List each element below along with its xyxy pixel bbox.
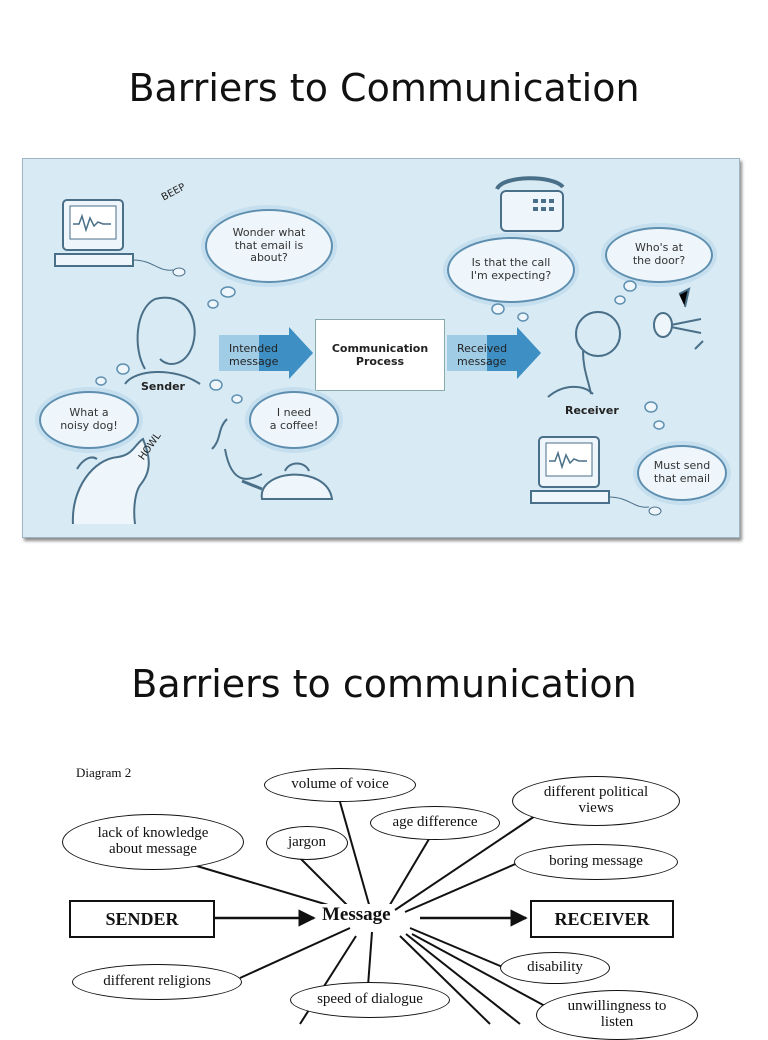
computer-icon — [54, 199, 186, 277]
diagram-caption: Diagram 2 — [76, 765, 132, 780]
diagram-connectors — [189, 801, 546, 1025]
thought-cloud-coffee: I need a coffee! — [249, 391, 339, 449]
dog-icon — [71, 437, 150, 525]
thought-cloud-call: Is that the call I'm expecting? — [447, 237, 575, 303]
barrier-disability: disability — [500, 952, 610, 984]
thought-bubble-trails — [95, 280, 665, 430]
barrier-unwillingness-to-listen: unwillingness to listen — [536, 990, 698, 1040]
thought-cloud-dog: What a noisy dog! — [39, 391, 139, 449]
kettle-icon — [211, 418, 334, 500]
receiver-figure — [547, 311, 621, 398]
thought-cloud-email: Wonder what that email is about? — [205, 209, 333, 283]
sender-box: SENDER — [69, 900, 215, 938]
phone-icon — [495, 176, 565, 232]
barrier-age-difference: age difference — [370, 806, 500, 840]
barrier-speed-of-dialogue: speed of dialogue — [290, 982, 450, 1018]
slide-title: Barriers to communication — [131, 662, 637, 706]
message-node: Message — [320, 904, 393, 926]
communication-process-box: Communication Process — [315, 319, 445, 391]
doorbell-icon — [653, 287, 704, 350]
thought-cloud-send: Must send that email — [637, 445, 727, 501]
receiver-label: Receiver — [565, 404, 619, 417]
communication-illustration: BEEP Sender Receiver HOWL — [22, 158, 740, 538]
receiver-box: RECEIVER — [530, 900, 674, 938]
barrier-lack-of-knowledge: lack of knowledge about message — [62, 814, 244, 870]
thought-cloud-door: Who's at the door? — [605, 227, 713, 283]
sender-label: Sender — [141, 380, 185, 393]
barrier-boring-message: boring message — [514, 844, 678, 880]
sender-figure — [124, 296, 201, 385]
slide-title: Barriers to Communication — [128, 66, 640, 110]
computer-icon — [530, 436, 662, 516]
received-label: Received message — [457, 342, 508, 368]
barrier-jargon: jargon — [266, 826, 348, 860]
intended-label: Intended message — [229, 342, 279, 368]
barrier-different-religions: different religions — [72, 964, 242, 1000]
received-arrow — [447, 327, 541, 379]
intended-arrow — [219, 327, 313, 379]
barrier-volume-of-voice: volume of voice — [264, 768, 416, 802]
barriers-diagram: Diagram 2 volume of voice different poli… — [0, 750, 768, 1040]
barrier-political-views: different political views — [512, 776, 680, 826]
